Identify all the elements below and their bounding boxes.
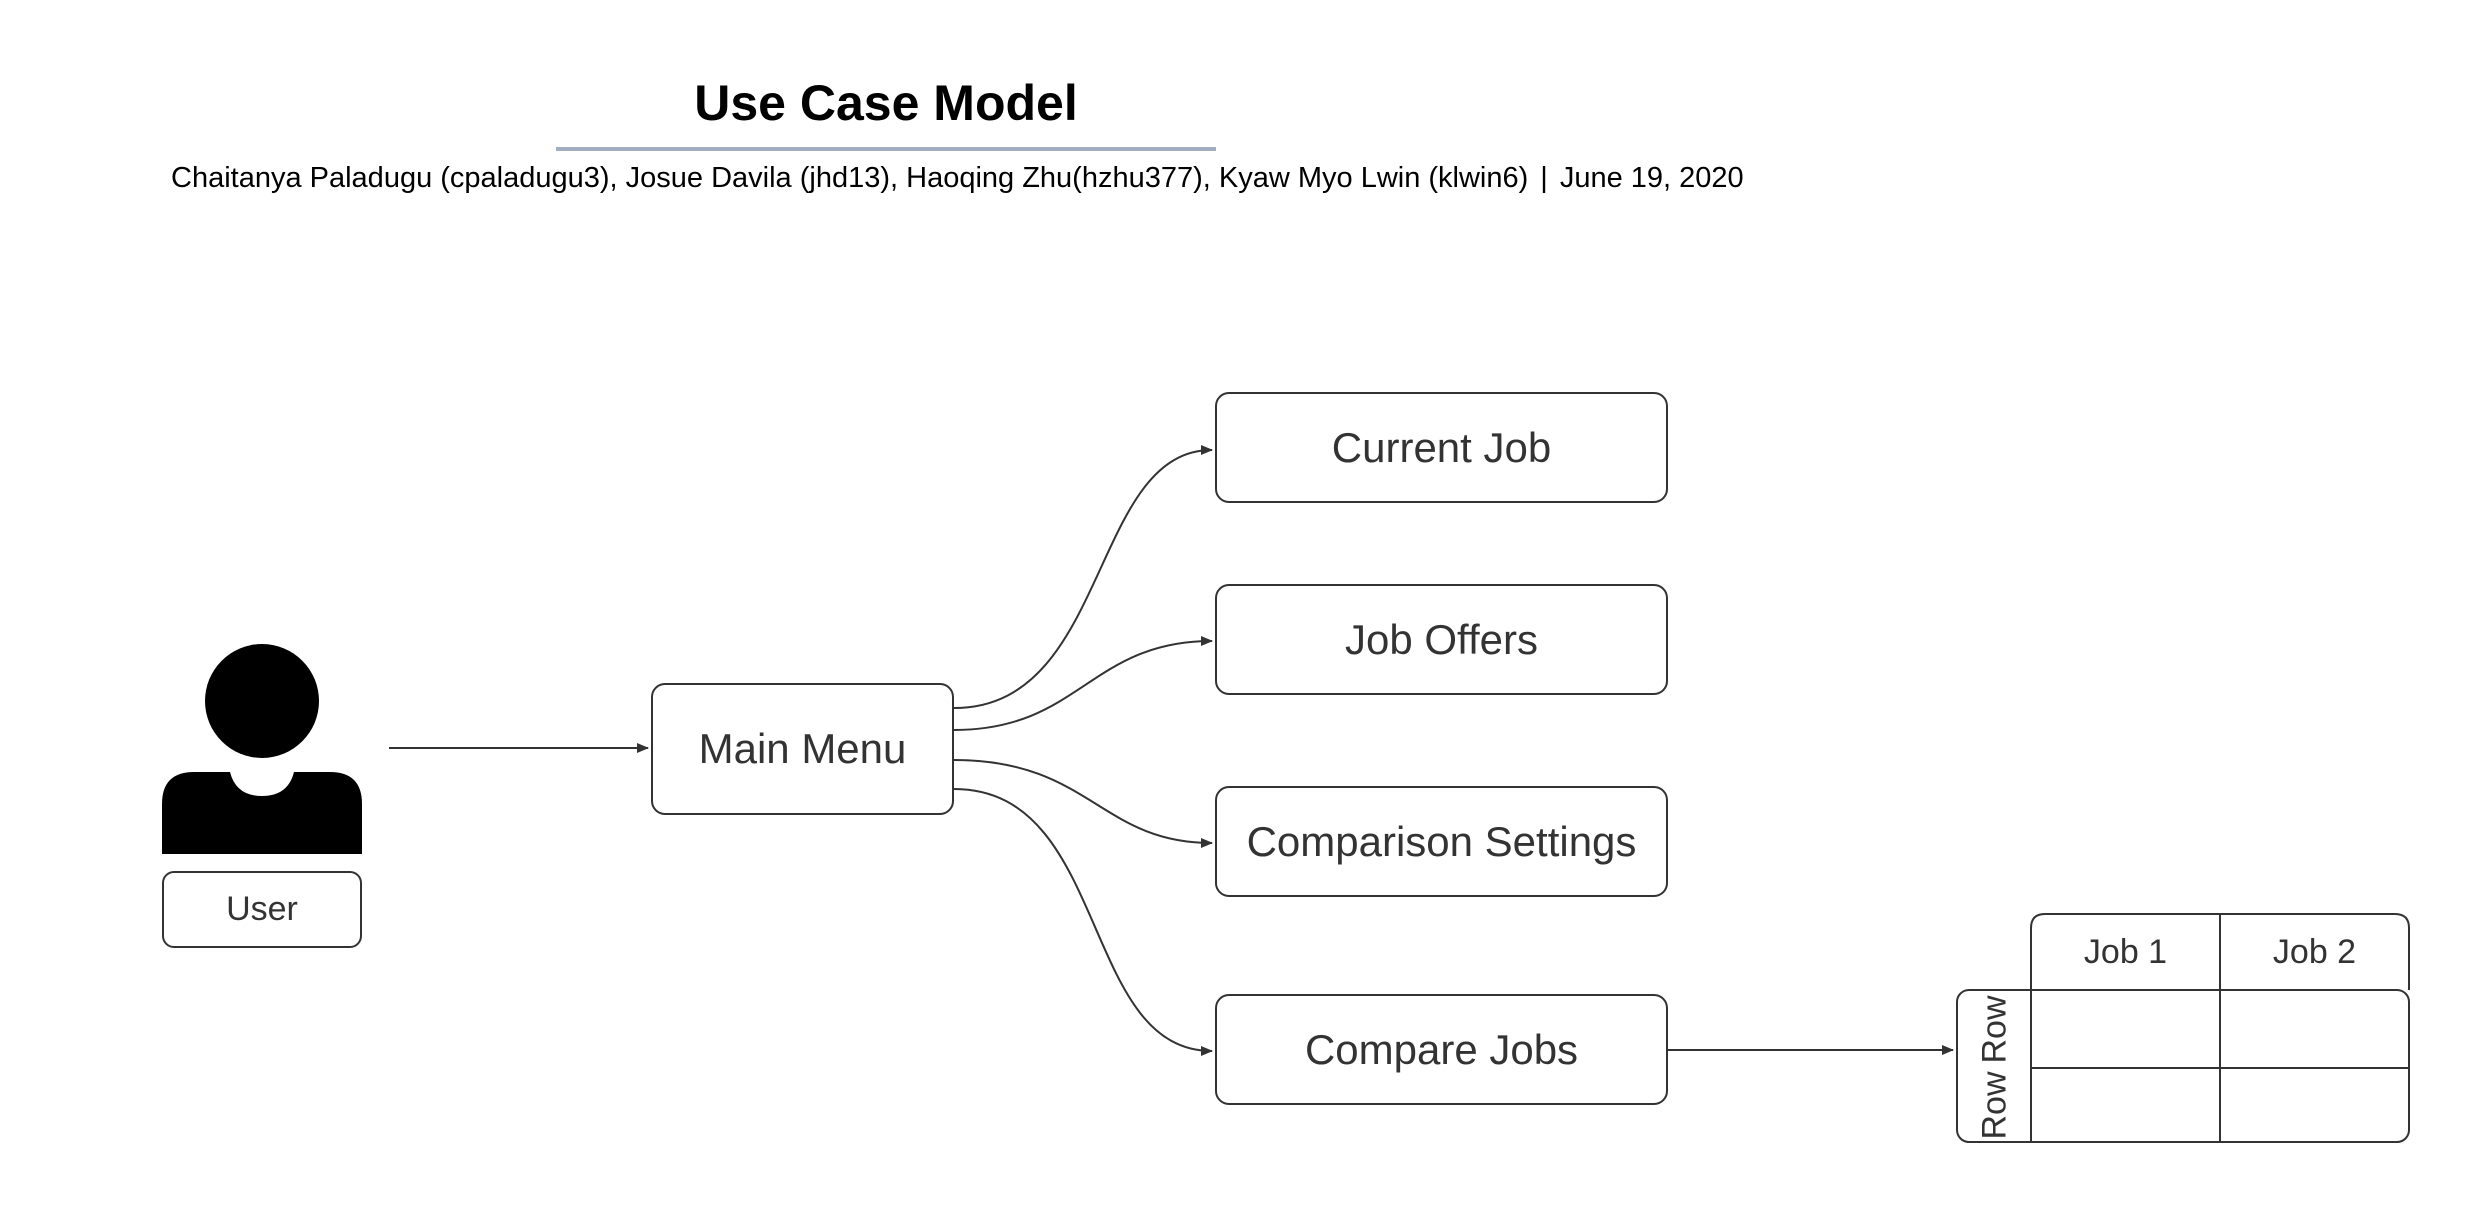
main-menu-label: Main Menu [698,725,907,772]
current-job-node[interactable]: Current Job [1215,392,1668,503]
authors-line: Chaitanya Paladugu (cpaladugu3), Josue D… [171,160,1744,196]
job-offers-label: Job Offers [1345,615,1538,663]
arrow-main-menu-to-current-job [953,445,1213,709]
table-column-header: Job 2 [2272,932,2357,971]
job-offers-node[interactable]: Job Offers [1215,584,1668,695]
title-underline [556,147,1216,151]
date-text: June 19, 2020 [1559,162,1744,194]
comparison-settings-node[interactable]: Comparison Settings [1215,786,1668,897]
main-menu-node[interactable]: Main Menu [651,683,954,815]
arrow-main-menu-to-comparison-settings [953,759,1213,848]
person-icon [162,644,362,854]
user-label-box[interactable]: User [162,871,362,948]
compare-jobs-node[interactable]: Compare Jobs [1215,994,1668,1105]
current-job-label: Current Job [1331,423,1552,471]
table-row-header: Row [1957,990,2033,1068]
table-row-header-text: Row [1975,994,2014,1064]
table-column-header: Job 1 [2083,932,2168,971]
table-row-header: Row [1957,1068,2033,1142]
page-title: Use Case Model [694,75,1078,131]
compare-jobs-label: Compare Jobs [1304,1025,1579,1073]
arrow-main-menu-to-compare-jobs [953,788,1213,1056]
table-row-header-text: Row [1975,1070,2014,1140]
authors-separator: | [1540,162,1548,194]
user-label: User [226,890,298,928]
arrow-main-menu-to-job-offers [953,636,1213,731]
comparison-settings-label: Comparison Settings [1246,817,1637,865]
comparison-table [1956,913,2410,1143]
table-body-frame [1956,989,2410,1143]
authors-text: Chaitanya Paladugu (cpaladugu3), Josue D… [171,162,1529,194]
